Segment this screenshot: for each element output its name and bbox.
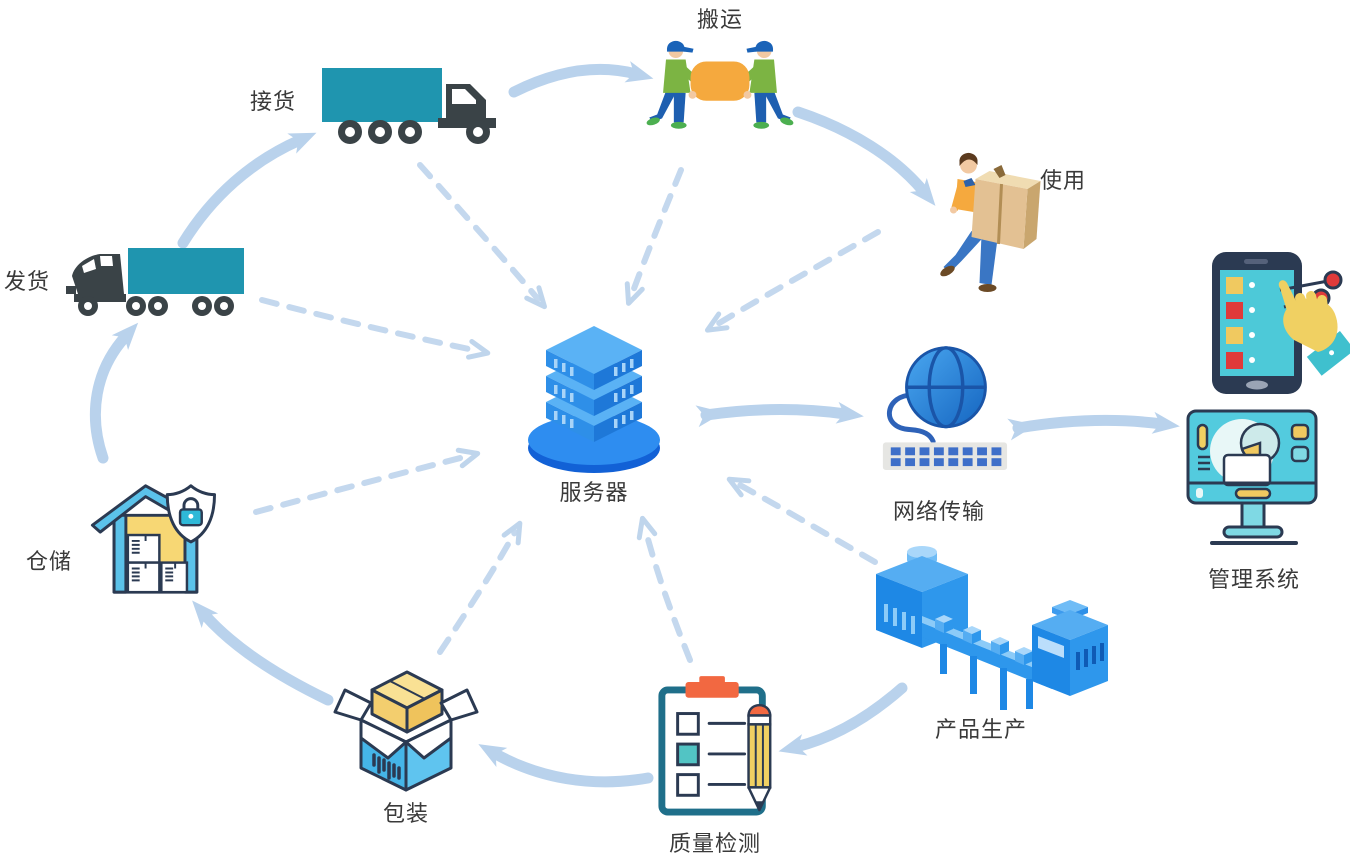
carry-label: 搬运: [696, 7, 743, 32]
arrow-network-management-bidirectional: [1007, 411, 1180, 441]
node-receive: [320, 62, 502, 146]
node-quality: [654, 674, 784, 824]
truck-right-icon: [322, 68, 496, 144]
receive-label: 接货: [250, 89, 297, 114]
open-box-icon: [333, 670, 479, 792]
phone-touch-icon: [1212, 252, 1350, 394]
node-carry: [645, 34, 795, 142]
arrow-quality-to-package: [478, 744, 654, 788]
belt-boxes: [935, 615, 1033, 665]
use-label: 使用: [1040, 168, 1087, 193]
arrow-package-to-warehouse: [192, 600, 334, 706]
node-warehouse: [84, 472, 218, 602]
dashed-arrow-ship-to-server: [259, 297, 491, 360]
monitor-dashboard-icon: [1186, 409, 1318, 545]
truck-left-icon: [66, 248, 244, 316]
dashed-arrow-production-to-server: [726, 476, 878, 565]
node-ship: [64, 246, 246, 318]
dashed-arrow-warehouse-to-server: [253, 447, 481, 515]
server-icon: [528, 326, 660, 473]
management-label: 管理系统: [1208, 567, 1301, 592]
node-production: [860, 544, 1112, 712]
worker-right: [744, 40, 794, 129]
clipboard-checklist-icon: [658, 676, 772, 816]
production-label: 产品生产: [935, 717, 1028, 742]
arrow-receive-to-carry: [508, 61, 654, 98]
arrow-ship-to-receive: [177, 132, 317, 249]
hand-icon: [1278, 280, 1350, 376]
node-server: [524, 326, 664, 478]
arrow-carry-to-use: [792, 106, 936, 206]
ship-label: 发货: [4, 269, 51, 294]
person-carrying-box-icon: [940, 152, 1041, 292]
warehouse-icon: [90, 484, 217, 594]
pencil-icon: [747, 703, 772, 812]
node-use: [940, 145, 1048, 295]
management-monitor: [1184, 405, 1326, 547]
quality-label: 质量检测: [668, 831, 761, 856]
workers-carrying-icon: [646, 40, 794, 129]
barcode-marks: [372, 753, 401, 780]
node-network: [870, 336, 1018, 472]
dashed-arrow-carry-to-server: [624, 167, 684, 306]
arrow-server-network-bidirectional: [695, 401, 864, 428]
arrow-warehouse-to-ship: [89, 322, 139, 464]
keyboard-keys: [890, 447, 1002, 467]
network-label: 网络传输: [893, 499, 986, 524]
dashed-arrow-quality-to-server: [636, 515, 693, 663]
server-label: 服务器: [559, 480, 629, 505]
production-line-icon: [876, 546, 1108, 710]
warehouse-label: 仓储: [26, 549, 73, 574]
carried-box: [690, 61, 750, 101]
management-phone: [1182, 250, 1350, 398]
security-shield-icon: [165, 484, 217, 544]
dashed-arrow-use-to-server: [704, 229, 881, 333]
node-package: [330, 658, 482, 794]
dashed-arrow-package-to-server: [437, 520, 523, 655]
worker-left: [646, 40, 696, 129]
globe-keyboard-icon: [882, 346, 1008, 471]
dashed-arrow-receive-to-server: [417, 162, 547, 310]
package-label: 包装: [382, 801, 429, 826]
